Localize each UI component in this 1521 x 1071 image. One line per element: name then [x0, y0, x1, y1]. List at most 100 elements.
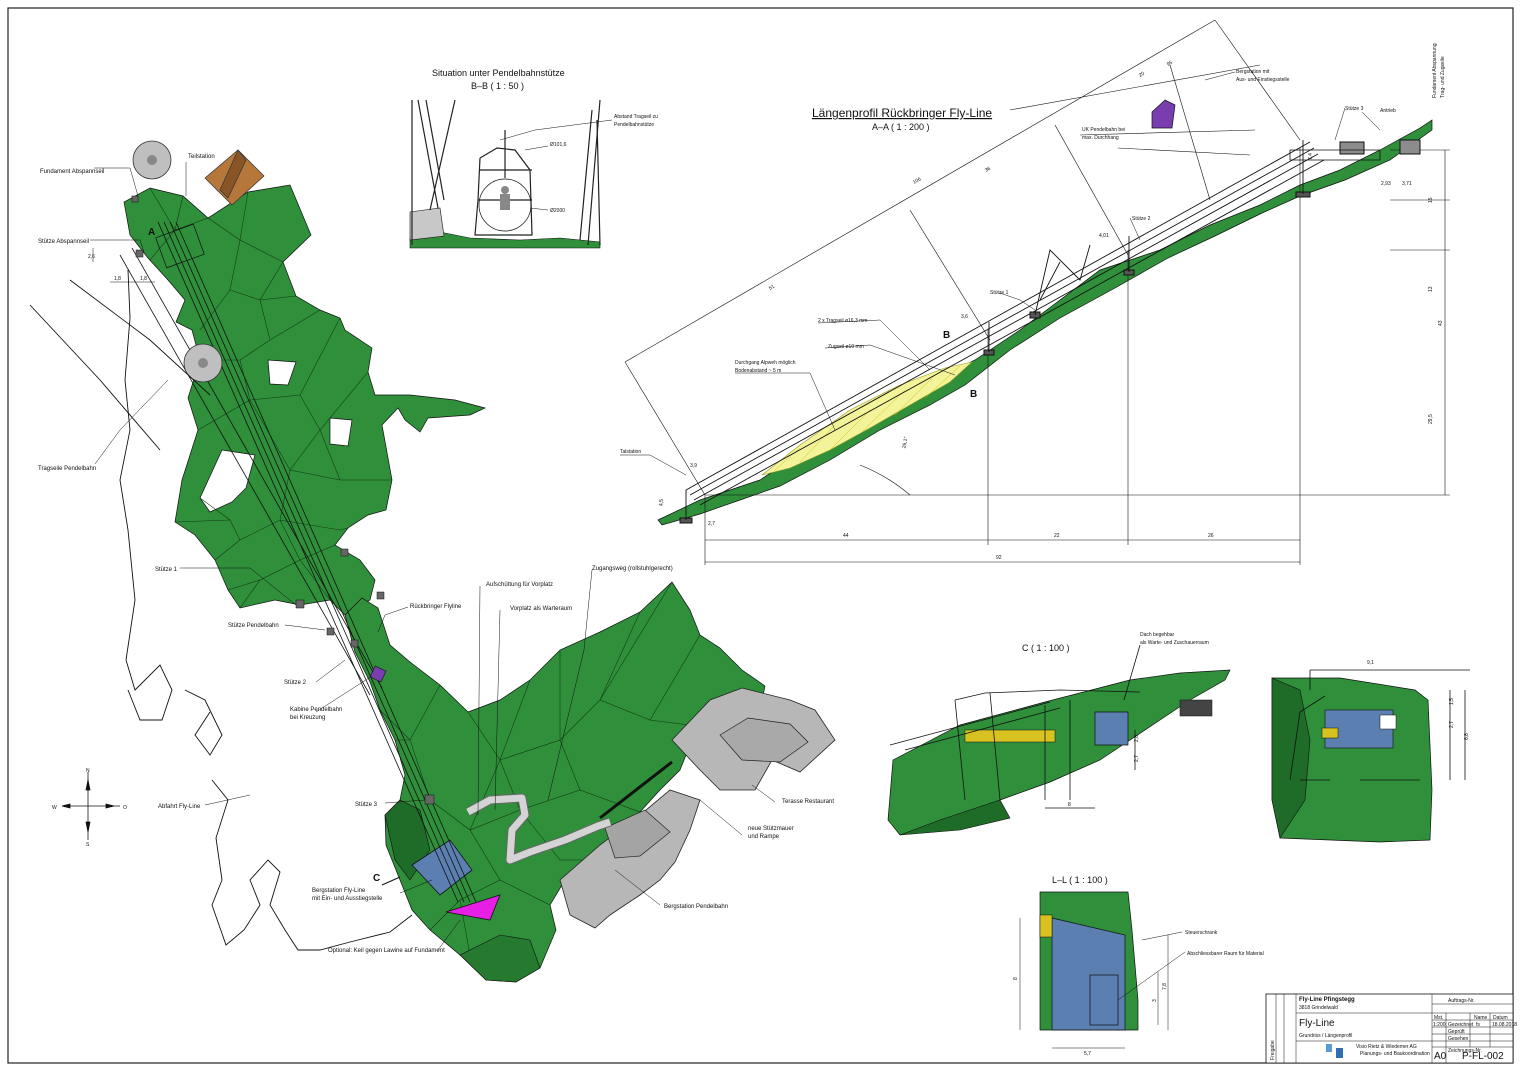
section-bb-clearance-circle	[478, 178, 532, 232]
profile-dim-s-9: 95	[1166, 60, 1174, 68]
profile-zugseil: Zugseil ø10 mm	[828, 344, 864, 350]
detail-ll-view: L–L ( 1 : 100 ) Steuerschrank Abschliess…	[1013, 875, 1264, 1057]
plan-dim-c: 1,8	[140, 276, 147, 282]
detail-ll-dim-0: 8	[1013, 977, 1019, 980]
profile-aa-view: Längenprofil Rückbringer Fly-Line A–A ( …	[620, 19, 1450, 565]
title-company-sub: Planungs- und Baukoordination	[1360, 1051, 1430, 1057]
cabin-plan	[369, 665, 387, 683]
title-name-label: Name	[1474, 1015, 1488, 1021]
profile-clearance	[761, 361, 974, 476]
profile-dim-s-2: 2,7	[708, 521, 715, 527]
terrain-upper	[123, 184, 487, 616]
profile-dim-v-1: 13	[1428, 286, 1434, 292]
label-teilstation: Teilstation	[188, 154, 215, 160]
profile-dim-v-2: 43	[1438, 320, 1444, 326]
label-rueckbringer-flyline: Rückbringer Flyline	[410, 604, 462, 610]
title-subtitle: Grundriss / Längenprofil	[1299, 1033, 1352, 1039]
profile-angle: 26,1°	[901, 436, 909, 449]
profile-durchgang-1: Durchgang Alpweh möglich	[735, 360, 796, 366]
profile-dim-s-5: 2,93	[1381, 181, 1391, 187]
label-abfahrt-flyline: Abfahrt Fly-Line	[158, 804, 201, 810]
section-bb-scale: B–B ( 1 : 50 )	[471, 81, 524, 91]
label-stuetzmauer-1: neue Stützmauer	[748, 826, 794, 832]
title-company: Visio Rietz & Wiedemer AG	[1356, 1044, 1417, 1050]
detail-c-dach-2: als Warte- und Zuschauerraum	[1140, 640, 1209, 646]
detail-c-station-blue	[1094, 711, 1129, 746]
profile-bergstation-1: Bergstation mit	[1236, 69, 1270, 75]
title-block-grid	[1275, 994, 1513, 1063]
detail-c2-yellow	[1321, 727, 1339, 739]
profile-talstation: Talstation	[620, 449, 641, 455]
sheet-frame	[7, 7, 1514, 1064]
section-c-arrow	[381, 876, 401, 886]
section-bb-structure	[411, 99, 601, 246]
profile-stuetze-1: Stütze 1	[990, 290, 1009, 296]
title-massstab-label: Mst.	[1434, 1015, 1443, 1021]
avalanche-wedge	[445, 894, 501, 921]
compass-o: O	[123, 805, 127, 811]
section-bb-d2: Ø2000	[550, 208, 565, 214]
piste-outline	[119, 269, 413, 951]
cable-lines-plan	[119, 221, 477, 903]
building-terrace	[719, 717, 809, 763]
plan-dim-a: 2,6	[88, 254, 95, 260]
section-bb-ground	[409, 231, 601, 249]
label-stuetzmauer-2: und Rampe	[748, 834, 780, 840]
profile-dim-s-1: 4,5	[659, 499, 665, 506]
detail-ll-dims	[1019, 918, 1186, 1049]
label-bergstation-pendelbahn: Bergstation Pendelbahn	[664, 904, 728, 910]
profile-tragseil: 2 x Tragseil ø16,3 mm	[818, 318, 867, 324]
section-bb-title: Situation unter Pendelbahnstütze	[432, 68, 565, 78]
title-datum: 18.08.2018	[1492, 1022, 1517, 1028]
detail-c-dark-box	[1179, 699, 1213, 717]
title-gezeichnet: Gezeichnet	[1448, 1022, 1474, 1028]
profile-durchgang-2: Bodenabstand ~ 5 m	[735, 368, 781, 374]
detail-c2-structure	[1289, 669, 1470, 781]
profile-dim-h-3: 92	[996, 555, 1002, 561]
plan-view: 2,6 1,8 1,8 A C	[29, 140, 836, 983]
profile-dim-s-6: 3,71	[1402, 181, 1412, 187]
detail-c-dim-2: 2,8	[1134, 735, 1140, 742]
detail-c-view: C ( 1 : 100 ) Dach begehbar als Warte- u…	[887, 632, 1470, 843]
profile-dim-s-4: 4,01	[1099, 233, 1109, 239]
section-bb-foundation	[409, 207, 445, 241]
title-auftrag-label: Auftrags-Nr.	[1448, 998, 1475, 1004]
profile-dim-v-0: 15	[1428, 197, 1434, 203]
plan-leaders	[90, 162, 776, 951]
section-bb-view: Situation unter Pendelbahnstütze B–B ( 1…	[409, 68, 658, 249]
detail-c-dim-3: 2,7	[1134, 755, 1140, 762]
profile-fundament-2: Trag- und Zugseile	[1440, 56, 1446, 98]
building-roof-2	[604, 809, 671, 859]
detail-c-terrain-dark	[899, 799, 1011, 836]
abspannseil-disc-1-center	[147, 155, 157, 165]
label-kabine-pendelbahn-1: Kabine Pendelbahn	[290, 707, 342, 713]
profile-station-platform	[1289, 149, 1381, 161]
compass-s: S	[86, 842, 90, 848]
detail-c2-dark	[1271, 677, 1311, 839]
label-stuetze-pendelbahn: Stütze Pendelbahn	[228, 623, 279, 629]
pylons-plan	[131, 195, 435, 805]
title-block-frame	[1265, 993, 1514, 1064]
teilstation-plan	[155, 223, 205, 269]
label-stuetze-3: Stütze 3	[355, 802, 378, 808]
section-bb-d1: Ø101,6	[550, 142, 567, 148]
detail-ll-dim-2: 7,8	[1162, 983, 1168, 990]
terrain-shadow-2	[459, 934, 541, 983]
label-stuetze-1: Stütze 1	[155, 567, 178, 573]
profile-dim-h-0: 44	[843, 533, 849, 539]
compass-w: W	[52, 805, 57, 811]
title-block: Freigabe Fly-Line Pfingstegg 3818 Grinde…	[1265, 993, 1517, 1064]
detail-ll-yellow	[1039, 914, 1053, 938]
detail-ll-dim-1: 5,7	[1084, 1051, 1091, 1057]
profile-dim-s-0: 3,9	[690, 463, 697, 469]
profile-dim-v-3: 29,5	[1428, 414, 1434, 424]
label-optional-keil: Optional: Keil gegen Lawine auf Fundamen…	[328, 948, 445, 954]
label-tragseile-pendelbahn: Tragseile Pendelbahn	[38, 466, 96, 472]
section-bb-leaders	[499, 119, 613, 211]
profile-dim-s-7: 7,4	[1308, 153, 1314, 160]
profile-dim-s-12: 36	[984, 166, 992, 174]
detail-c-dim-4: 8	[1068, 802, 1071, 808]
section-bb-person-head	[501, 186, 509, 194]
detail-c2-dim-6: 6,8	[1464, 733, 1470, 740]
